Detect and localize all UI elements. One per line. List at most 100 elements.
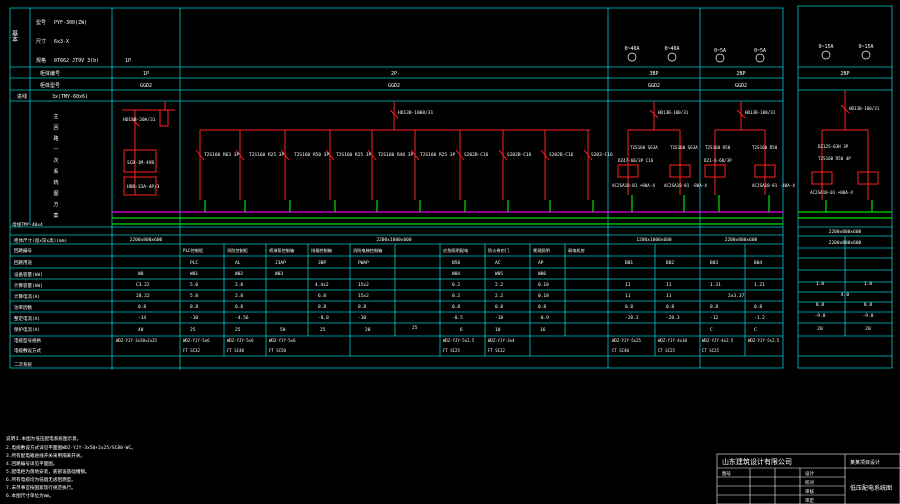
- circuit-id-6: 防火卷帘门: [488, 247, 509, 254]
- cell-c-3: 4.4x2: [315, 282, 329, 288]
- cell-f-1: -10: [190, 315, 198, 321]
- cable-4: WDZ-YJY-5x2.5: [443, 338, 475, 343]
- incoming-cable: 3x(TMY-60x6): [52, 94, 88, 100]
- vlabel-7: 图: [53, 191, 58, 197]
- far-label-2: AC2SA10-01 +80A-4: [810, 190, 853, 195]
- feeder-label-8: S202B-C16: [549, 152, 574, 158]
- circuit-id-3: 排烟控制箱: [311, 247, 332, 254]
- table-row-e: 0.8 0.8 0.8 0.8 0.8 0.8 0.8 0.8 0.8 0.8 …: [138, 304, 762, 310]
- circuit-id-4: 消防电梯控制箱: [353, 247, 382, 254]
- cell-c-7: 0.18: [538, 282, 549, 288]
- cell-g-0: 40: [138, 327, 144, 333]
- far-label-0: DZ125-63H 3P: [818, 144, 849, 149]
- cell-e-2: 0.8: [235, 304, 243, 310]
- ammeter-icon: [627, 52, 637, 62]
- laying-7: CT SC25: [702, 348, 719, 353]
- laying-6: CT SC25: [658, 348, 675, 353]
- cabinet-model-1: GGD2: [140, 83, 152, 89]
- right-val-2: 1.0: [864, 281, 872, 287]
- cell-a-0: PLC: [190, 260, 198, 266]
- cell-a-3: 3BP: [318, 260, 326, 266]
- left-arrester-label: SCB-1M-4VB: [127, 160, 154, 166]
- feeder-label-1: T2S160 R25 3P: [249, 152, 285, 158]
- cell-f-3: -8.0: [318, 315, 329, 321]
- left-main-breaker-label: HD13B-20A/31: [123, 117, 156, 123]
- cell-g-2: 25: [235, 327, 241, 333]
- right-val-4: 0.8: [864, 302, 872, 308]
- table-circuit-ids: PLC控制柜 消防控制柜 喷淋泵控制箱 排烟控制箱 消防电梯控制箱 应急照明配电…: [183, 247, 585, 254]
- right-val-3: 0.8: [816, 302, 824, 308]
- note-line-5: 6.所有电缆均为低烟无卤阻燃型。: [6, 476, 76, 483]
- note-line-0: 1.本图为低压配电系统图示意。: [16, 435, 81, 442]
- row-label-4: 计算容量(kW): [14, 282, 43, 289]
- cell-e-0: 0.8: [138, 304, 146, 310]
- vlabel-1: 回: [53, 125, 58, 131]
- row-label-5: 计算电流(A): [14, 293, 40, 300]
- cabinet-num-right: 2BP: [840, 71, 849, 77]
- row-label-incoming: 进线: [17, 93, 27, 100]
- circuit-id-5: 应急照明配电: [443, 247, 469, 254]
- cell-a-4: PWAP: [358, 260, 369, 266]
- right-val-5: -9.8: [815, 313, 826, 319]
- 3bp-label-4: AC2SA10-01 +80A-4: [612, 183, 655, 188]
- title-cell-1: 校对: [805, 479, 814, 486]
- info-block-id: 1P: [125, 58, 131, 64]
- row-label-7: 整定电流(A): [14, 315, 40, 322]
- row-label-2: 回路用途: [14, 259, 32, 266]
- meter-label-2: 0~5A: [714, 48, 726, 54]
- cell-d-6: 2.2: [495, 293, 503, 299]
- laying-4: FT SC32: [488, 348, 505, 353]
- note-line-2: 3.所有配电箱进线开关采用隔离开关。: [6, 452, 85, 459]
- row-label-8: 保护电流(A): [14, 326, 40, 333]
- circuit-id-2: 喷淋泵控制箱: [269, 247, 294, 254]
- meter-label-1: 0~40A: [664, 46, 679, 52]
- info-value-0: PYF-300(ZW): [54, 20, 87, 26]
- title-drawing: 低压配电系统图: [850, 484, 892, 492]
- busbars: [112, 195, 892, 225]
- cell-e-1: 0.8: [190, 304, 198, 310]
- vlabel-6: 统: [53, 179, 58, 186]
- cabinet-num-4: 2BP: [736, 71, 745, 77]
- right-val-9: 4.0: [841, 292, 849, 298]
- note-line-6: 7.未尽事宜按国家现行规范执行。: [6, 484, 76, 491]
- cell-f-5: -0.5: [452, 315, 463, 321]
- table-cabinet-sizes: 2200x800x600 2200x1000x600 1200x1000x600…: [130, 229, 862, 243]
- cell-a-5: N50: [452, 260, 460, 266]
- size-cell-1: 2200x1000x600: [376, 237, 412, 243]
- notes-title: 说明：: [6, 435, 20, 442]
- busbar-label: 母线TMY-40x4: [12, 221, 43, 228]
- note-line-3: 4.回路编号详见平面图。: [6, 460, 57, 467]
- cell-c-1: 5.0: [190, 282, 198, 288]
- cable-9: WDZ-YJY-5x2.5: [748, 338, 780, 343]
- cell-f-9: -28.3: [666, 315, 680, 321]
- note-line-7: 6.本图尺寸单位为mm。: [6, 492, 54, 499]
- cell-b-6: W06: [538, 271, 546, 277]
- cell-c-6: 2.2: [495, 282, 503, 288]
- cell-d-3: 6.0: [318, 293, 326, 299]
- circuit-id-0: PLC控制柜: [183, 247, 203, 254]
- laying-2: FT SC50: [269, 348, 286, 353]
- cell-e-3: 0.8: [318, 304, 326, 310]
- cell-g-7: 6: [460, 327, 463, 333]
- main-bus-2p: [195, 101, 593, 200]
- cabinet-num-3: 3BP: [649, 71, 658, 77]
- cell-c-0: C3.22: [136, 282, 150, 288]
- vlabel-3: 一: [53, 147, 58, 153]
- feeder-label-6: S202B-C16: [464, 152, 489, 158]
- cell-d-4: 15x2: [358, 293, 369, 299]
- cable-0: WDZ-YJY-3x50+2x25: [116, 338, 158, 343]
- cell-b-3: W03: [275, 271, 283, 277]
- title-cell-2: 审核: [805, 488, 814, 495]
- cabinet-3bp-circuit: [617, 101, 691, 195]
- info-value-1: 6x3-X: [54, 39, 69, 45]
- ammeter-icon: [715, 53, 725, 63]
- circuit-id-1: 消防控制柜: [227, 247, 248, 254]
- row-label-6: 功率因数: [14, 304, 32, 311]
- cell-c-8: 11: [625, 282, 631, 288]
- 3bp-label-3: DZ47-60/3P C16: [618, 158, 654, 163]
- cell-a-10: B03: [710, 260, 718, 266]
- cell-g-1: 25: [190, 327, 196, 333]
- cell-g-6: 25: [412, 325, 418, 331]
- size-cell-3: 2200x800x600: [725, 237, 758, 243]
- info-key-1: 尺寸: [36, 38, 46, 45]
